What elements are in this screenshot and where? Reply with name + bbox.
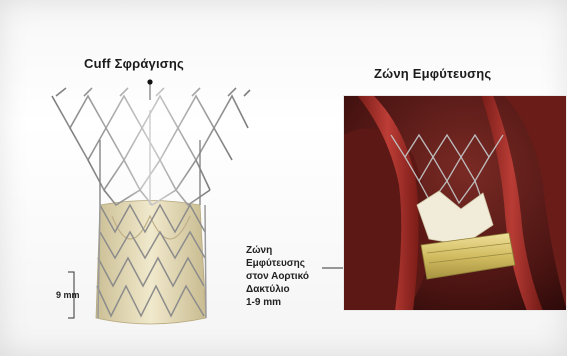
annotation-line: Δακτύλιο (246, 283, 309, 296)
annotation-line: Εμφύτευσης (246, 257, 309, 270)
annotation-line: Ζώνη (246, 244, 309, 257)
aortic-implant-photo (343, 95, 567, 311)
implant-zone-annotation: Ζώνη Εμφύτευσης στον Αορτικό Δακτύλιο 1-… (246, 244, 309, 309)
annotation-line: 1-9 mm (246, 296, 309, 309)
cuff-marker-dot (147, 79, 152, 84)
scale-label: 9 mm (56, 290, 80, 300)
stent-frame-outflow (52, 88, 250, 205)
annotation-line: στον Αορτικό (246, 270, 309, 283)
